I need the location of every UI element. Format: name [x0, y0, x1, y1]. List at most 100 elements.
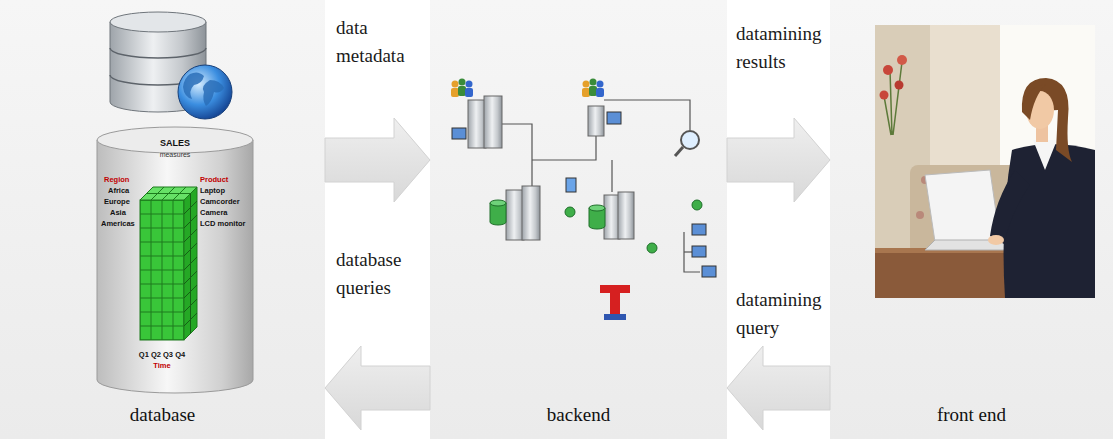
- cube-label-box: Americas: [101, 212, 135, 230]
- monitor-icon: [607, 112, 621, 124]
- panel-box: database: [0, 0, 325, 439]
- people-icon: [459, 79, 466, 86]
- edge-label-box: datamining results: [736, 20, 830, 76]
- people-icon: [466, 81, 473, 88]
- panel-title: backend: [547, 403, 610, 427]
- user-photo: [990, 170, 1030, 244]
- people-icon: [451, 79, 604, 98]
- cube-label-box: Europe: [104, 190, 130, 208]
- network-wires: [604, 100, 690, 130]
- cube-label: LCD monitor: [200, 219, 245, 228]
- user-photo: [875, 25, 1095, 298]
- cube-label-box: Laptop: [200, 179, 225, 197]
- user-photo: [916, 211, 924, 219]
- edge-label-box: database queries: [336, 246, 426, 302]
- cube-label: Time: [153, 361, 170, 370]
- cube-label: Europe: [104, 197, 130, 206]
- status-dot: [565, 200, 702, 253]
- flow-arrow: [325, 346, 430, 430]
- panel-ground: [0, 0, 325, 439]
- sales-cube-cylinder: [97, 127, 253, 153]
- user-photo: [875, 25, 1095, 298]
- cube-label: Americas: [101, 219, 135, 228]
- people-icon: [597, 81, 604, 88]
- monitor-icon: [702, 266, 716, 277]
- people-icon: [589, 86, 597, 96]
- user-photo: [1004, 144, 1095, 298]
- cube-label-box: LCD monitor: [200, 212, 245, 230]
- data-cube: [184, 194, 197, 334]
- network-wires: [532, 136, 596, 160]
- flow-arrow: [727, 118, 830, 202]
- user-photo: [925, 170, 1000, 242]
- logo-icon: [600, 285, 630, 293]
- monitor-icon: [692, 246, 706, 257]
- user-photo: [883, 65, 893, 75]
- data-cube: [184, 187, 197, 340]
- monitor-icon: [566, 178, 576, 192]
- cube-label-box: Region: [104, 168, 129, 186]
- cube-label: Camcorder: [200, 197, 240, 206]
- flow-arrow: [727, 346, 830, 430]
- edge-label-box: datamining query: [736, 286, 830, 342]
- globe-icon: [183, 72, 204, 99]
- cube-label-box: Time: [153, 354, 170, 372]
- people-icon: [452, 81, 459, 88]
- panel-title: front end: [937, 403, 1006, 427]
- cube-label-box: Africa: [108, 179, 129, 197]
- user-photo: [1033, 140, 1057, 170]
- monitor-icon: [452, 128, 466, 139]
- magnifier-icon: [675, 131, 699, 156]
- logo-icon: [610, 293, 620, 315]
- cube-label-box: Asia: [110, 201, 126, 219]
- panel-box: backend: [430, 0, 727, 439]
- user-photo: [895, 81, 904, 90]
- user-photo: [988, 235, 1004, 245]
- panel-ground: [830, 0, 1113, 439]
- people-icon: [451, 88, 459, 97]
- server-icon: [484, 96, 502, 148]
- people-icon: [590, 79, 597, 86]
- network-wires: [611, 160, 612, 192]
- server-icon: [522, 186, 540, 240]
- sales-cube-cylinder: [97, 140, 253, 393]
- cube-label: Camera: [200, 208, 228, 217]
- edge-label: database queries: [336, 246, 426, 302]
- database-cylinder-icon: [589, 205, 605, 211]
- panel-box: front end: [830, 0, 1113, 439]
- database-cylinder-icon: [490, 200, 506, 206]
- magnifier-icon: [681, 131, 699, 149]
- people-icon: [465, 88, 473, 97]
- cube-label: Africa: [108, 186, 129, 195]
- cube-label: Laptop: [200, 186, 225, 195]
- status-dot: [647, 243, 657, 253]
- cube-label: measures: [160, 151, 191, 158]
- server-icon: [468, 96, 634, 240]
- cube-label: Q1 Q2 Q3 Q4: [139, 350, 185, 359]
- database-icon: [110, 22, 206, 112]
- people-icon: [458, 86, 466, 96]
- people-icon: [583, 81, 590, 88]
- sales-cube-cylinder: [97, 127, 253, 393]
- server-icon: [588, 106, 604, 136]
- monitor-icon: [452, 112, 716, 277]
- edge-label-box: data metadata: [336, 14, 426, 70]
- cube-label-box: measures: [160, 143, 191, 161]
- network-wires: [502, 100, 700, 272]
- user-photo: [897, 55, 907, 65]
- edge-label: datamining query: [736, 286, 830, 342]
- cube-label: Asia: [110, 208, 126, 217]
- user-photo: [880, 91, 889, 100]
- user-photo: [1022, 78, 1072, 162]
- panel-ground: [430, 0, 727, 439]
- people-icon: [582, 88, 590, 97]
- flow-arrow: [325, 118, 430, 202]
- data-cube: [140, 187, 197, 340]
- cube-label: Region: [104, 175, 129, 184]
- edge-label: data metadata: [336, 14, 426, 70]
- monitor-icon: [692, 224, 706, 235]
- status-dot: [692, 200, 702, 210]
- cube-label-box: Camera: [200, 201, 228, 219]
